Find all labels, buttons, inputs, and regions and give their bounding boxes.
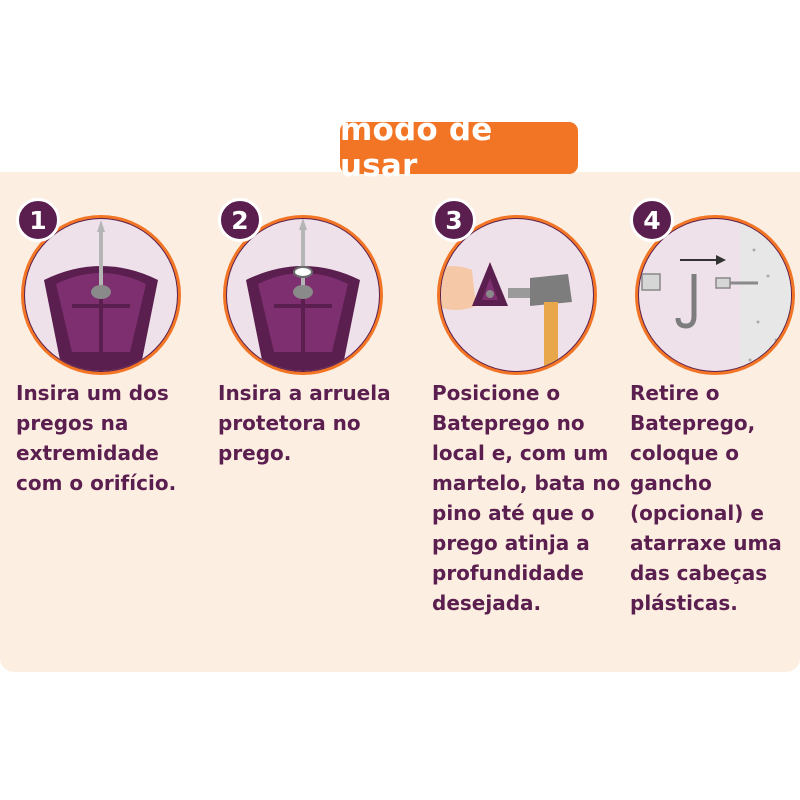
step-1-illustration (16, 210, 186, 380)
step-number-badge: 1 (16, 198, 60, 242)
step-number-badge: 4 (630, 198, 674, 242)
step-number-badge: 3 (432, 198, 476, 242)
hammer-icon (437, 215, 597, 375)
step-2: 2 Insira a arruela protetora no prego. (218, 198, 408, 658)
step-3: 3 Posicione o Bateprego no local e, com … (432, 198, 622, 658)
bateprego-with-washer-icon (223, 215, 383, 375)
step-number-badge: 2 (218, 198, 262, 242)
step-text: Insira a arruela protetora no prego. (218, 381, 391, 465)
step-3-illustration (432, 210, 602, 380)
step-2-illustration (218, 210, 388, 380)
step-4: 4 Retire o Bateprego, coloque o gancho (… (630, 198, 800, 658)
hook-and-wall-icon (635, 215, 795, 375)
title-badge: modo de usar (340, 112, 578, 184)
bateprego-with-nail-icon (21, 215, 181, 375)
step-text: Posicione o Bateprego no local e, com um… (432, 381, 621, 615)
step-1: 1 Insira um dos pregos na extremidade co… (16, 198, 206, 658)
step-4-illustration (630, 210, 800, 380)
step-text: Retire o Bateprego, coloque o gancho (op… (630, 381, 782, 615)
step-text: Insira um dos pregos na extremidade com … (16, 381, 177, 495)
